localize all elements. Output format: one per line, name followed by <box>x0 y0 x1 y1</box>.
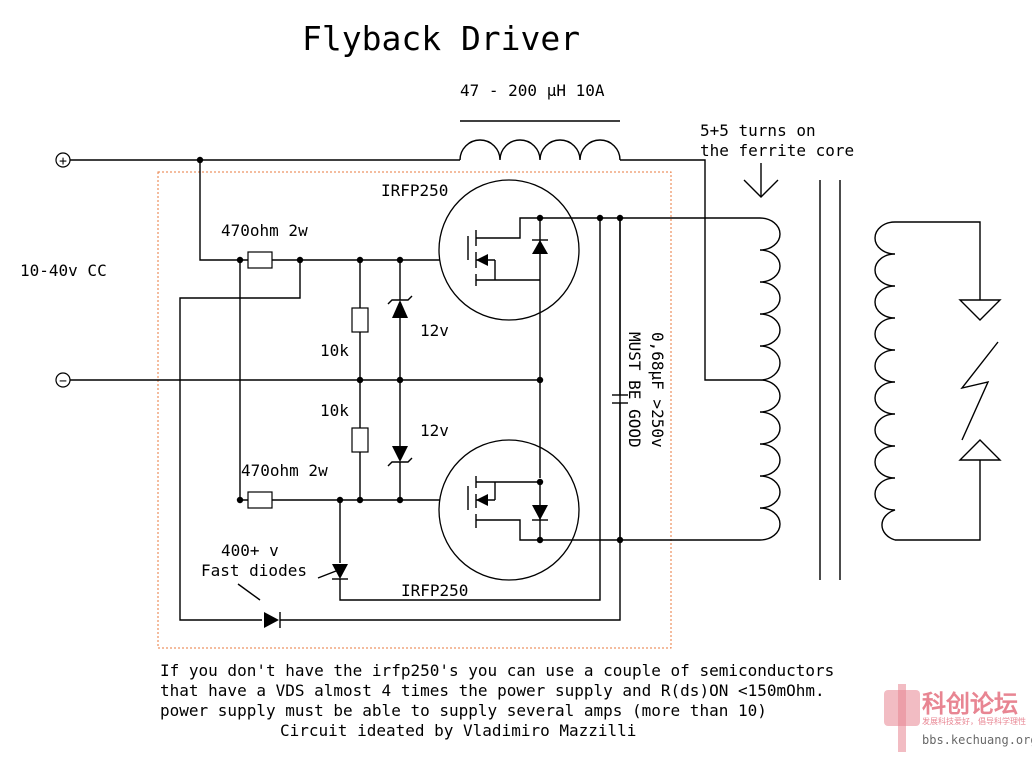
fast-diode-vertical <box>332 564 348 580</box>
watermark-logo-icon <box>884 684 920 752</box>
spark-gap <box>958 299 1002 461</box>
diodes-label-line1: 400+ v <box>221 541 279 560</box>
fast-diode-horizontal <box>264 612 281 628</box>
winding-note-line2: the ferrite core <box>700 141 854 160</box>
winding-arrow <box>743 163 779 198</box>
resistor-10k-top-label: 10k <box>320 341 349 360</box>
zener-top-label: 12v <box>420 321 449 340</box>
watermark: 科创论坛 发展科技爱好，倡导科学理性 bbs.kechuang.org <box>884 684 1032 752</box>
inductor-label: 47 - 200 µH 10A <box>460 81 605 100</box>
transformer-secondary-winding <box>874 221 981 541</box>
note-line-2: that have a VDS almost 4 times the power… <box>160 681 825 700</box>
diodes-label-line2: Fast diodes <box>201 561 307 580</box>
watermark-url: bbs.kechuang.org <box>922 733 1032 747</box>
page-title: Flyback Driver <box>302 19 580 58</box>
capacitor <box>612 394 628 404</box>
note-line-4: Circuit ideated by Vladimiro Mazzilli <box>280 721 636 740</box>
supply-label: 10-40v CC <box>20 261 107 280</box>
mosfet-top <box>438 179 580 321</box>
zener-bottom-label: 12v <box>420 421 449 440</box>
fast-diodes-pointer <box>237 570 337 601</box>
note-line-3: power supply must be able to supply seve… <box>160 701 767 720</box>
winding-note-line1: 5+5 turns on <box>700 121 816 140</box>
note-line-1: If you don't have the irfp250's you can … <box>160 661 834 680</box>
junction-dots <box>196 156 624 544</box>
minus-terminal: − <box>55 372 71 389</box>
plus-terminal: + <box>55 152 71 169</box>
minus-symbol: − <box>59 374 67 389</box>
zener-diode-bottom <box>387 446 413 467</box>
watermark-slogan: 发展科技爱好，倡导科学理性 <box>922 716 1026 726</box>
mosfet-top-label: IRFP250 <box>381 181 448 200</box>
resistor-470-top-label: 470ohm 2w <box>221 221 308 240</box>
driver-board-frame <box>157 171 672 649</box>
resistor-470-top <box>247 251 273 269</box>
ferrite-core <box>819 180 841 580</box>
wiring <box>70 159 760 621</box>
capacitor-label-line1: 0,68µF >250v <box>648 332 667 448</box>
resistor-10k-bottom <box>351 427 369 453</box>
resistor-10k-top <box>351 307 369 333</box>
resistor-470-bottom <box>247 491 273 509</box>
plus-symbol: + <box>59 154 67 169</box>
mosfet-bottom <box>438 439 580 581</box>
inductor <box>459 120 621 161</box>
resistor-470-bottom-label: 470ohm 2w <box>241 461 328 480</box>
zener-diode-top <box>387 295 413 318</box>
mosfet-bottom-label: IRFP250 <box>401 581 468 600</box>
transformer-primary-winding <box>759 217 781 541</box>
capacitor-label-line2: MUST BE GOOD <box>625 332 644 448</box>
resistor-10k-bottom-label: 10k <box>320 401 349 420</box>
watermark-text: 科创论坛 <box>922 690 1018 718</box>
